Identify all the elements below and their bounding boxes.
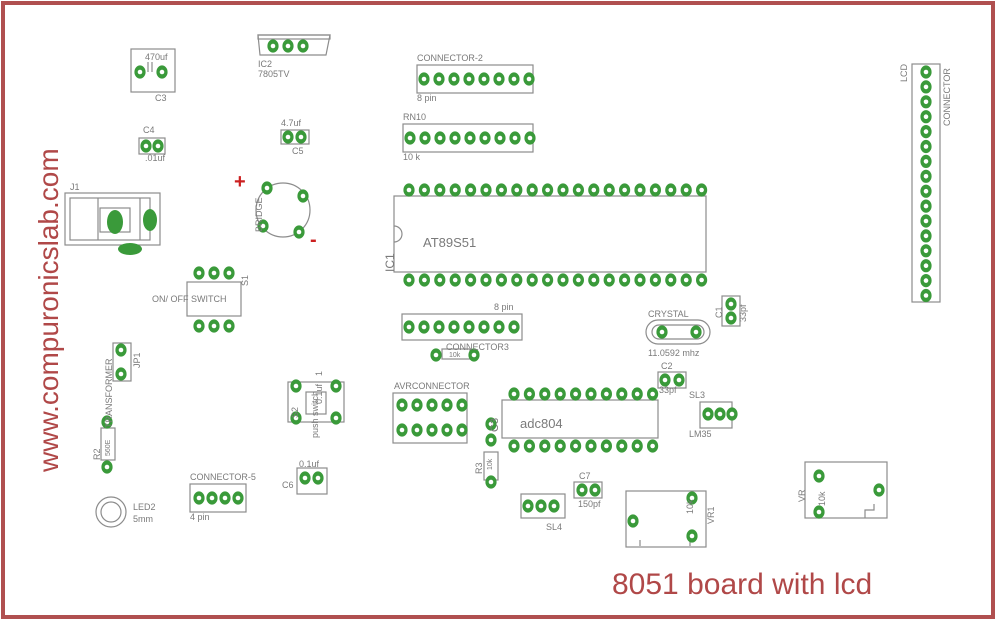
- c6-name-label: C6: [282, 480, 294, 490]
- c7-value-label: 150pf: [578, 499, 601, 509]
- avr-connector-outline: [392, 392, 468, 444]
- sl3-value-label: LM35: [689, 429, 712, 439]
- bridge-label: BRIDGE: [254, 197, 264, 232]
- crystal-outline: [645, 319, 711, 345]
- c2-value-label: 33pf: [659, 385, 677, 395]
- c3b-label: C3: [489, 418, 501, 432]
- c5-value-label: 4.7uf: [281, 118, 302, 128]
- switch2-cap-label: 0.1uf: [314, 383, 324, 404]
- c1-outline: [721, 295, 741, 327]
- c2-name-label: C2: [661, 361, 673, 371]
- switch2-outline: [287, 381, 345, 423]
- rn10-value-label: 10 k: [403, 152, 421, 162]
- c7-name-label: C7: [579, 471, 591, 481]
- r2-value-label: 560E: [105, 439, 112, 456]
- s1-label: S1: [240, 275, 250, 286]
- r3-name-label: R3: [474, 462, 484, 474]
- vr1-name-label: VR1: [706, 506, 716, 524]
- s1-outline: [186, 281, 242, 317]
- vr1-value-label: 10k: [685, 499, 695, 514]
- j1-outline: [64, 192, 161, 246]
- j1-pad: [107, 210, 123, 234]
- c1-value-label: 33pf: [738, 304, 748, 322]
- vr-wiper: [864, 504, 875, 518]
- lcd-label: LCD: [899, 63, 909, 82]
- c3-value-label: 470uf: [145, 52, 168, 62]
- connector5-outline: [189, 483, 247, 513]
- vr-value-label: 10k: [817, 491, 827, 506]
- c6-outline: [296, 467, 328, 495]
- connector2-pins-label: 8 pin: [417, 93, 437, 103]
- at89s51-label: AT89S51: [423, 235, 476, 250]
- connector5-pins-label: 4 pin: [190, 512, 210, 522]
- vr1-outline: [625, 490, 707, 548]
- c6-value-label: 0.1uf: [299, 459, 320, 469]
- crystal-value-label: 11.0592 mhz: [648, 348, 700, 358]
- switch-label: ON/ OFF SWITCH: [152, 294, 227, 304]
- c3-name-label: C3: [155, 93, 167, 103]
- connector3-label: CONNECTOR3: [446, 342, 509, 352]
- vr-outline: [804, 461, 888, 519]
- c4-name-label: C4: [143, 125, 155, 135]
- sl4-label: SL4: [546, 522, 562, 532]
- c1-name-label: C1: [714, 306, 724, 318]
- switch2-num-label: 1: [314, 371, 324, 376]
- ic2-value-label: 7805TV: [258, 69, 290, 79]
- led2-label: LED2: [133, 502, 156, 512]
- led2-outline: [95, 496, 127, 528]
- c4-value-label: .01uf: [145, 153, 166, 163]
- bridge-minus-label: -: [310, 229, 317, 251]
- j1-pad: [143, 209, 157, 231]
- vr-name-label: VR: [797, 489, 807, 502]
- crystal-label: CRYSTAL: [648, 309, 689, 319]
- sl3-name-label: SL3: [689, 390, 705, 400]
- connector3-outline: [401, 313, 523, 341]
- c7-outline: [573, 481, 603, 499]
- lcd-connector-label: CONNECTOR: [942, 68, 952, 126]
- c5-name-label: C5: [292, 146, 304, 156]
- ic1-outline: [393, 195, 707, 273]
- rn10-label: RN10: [403, 112, 426, 122]
- board-title: 8051 board with lcd: [612, 568, 872, 601]
- connector5-label: CONNECTOR-5: [190, 472, 256, 482]
- c5-outline: [280, 129, 310, 145]
- adc804-label: adc804: [520, 416, 563, 431]
- switch2-name-label: S2: [290, 407, 300, 418]
- switch2-value-label: push switch: [310, 391, 320, 438]
- bridge-plus-label: +: [234, 171, 246, 193]
- transformer-label: TRANSFORMER: [104, 358, 114, 428]
- j1-label: J1: [70, 182, 80, 192]
- connector3-resistor-label: 10k: [449, 352, 461, 359]
- r2-name-label: R2: [92, 448, 102, 460]
- c2-outline: [657, 371, 687, 389]
- c4-outline: [138, 137, 166, 155]
- connector2-label: CONNECTOR-2: [417, 53, 483, 63]
- c3-outline: [130, 48, 176, 93]
- bridge-outline: [255, 182, 311, 238]
- avr-connector-label: AVRCONNECTOR: [394, 381, 470, 391]
- connector3-pins-label: 8 pin: [494, 302, 514, 312]
- j1-pad: [118, 243, 142, 255]
- adc-outline: [501, 399, 659, 439]
- ic1-label: IC1: [383, 253, 397, 272]
- jp1-outline: [112, 342, 132, 382]
- jp1-label: JP1: [132, 352, 142, 368]
- ic1-notch: [393, 225, 403, 243]
- sl4-outline: [520, 493, 566, 519]
- ic2-name-label: IC2: [258, 59, 272, 69]
- website-text: www.compuronicslab.com: [33, 148, 64, 473]
- r3-value-label: 10k: [487, 458, 494, 470]
- led2-value-label: 5mm: [133, 514, 153, 524]
